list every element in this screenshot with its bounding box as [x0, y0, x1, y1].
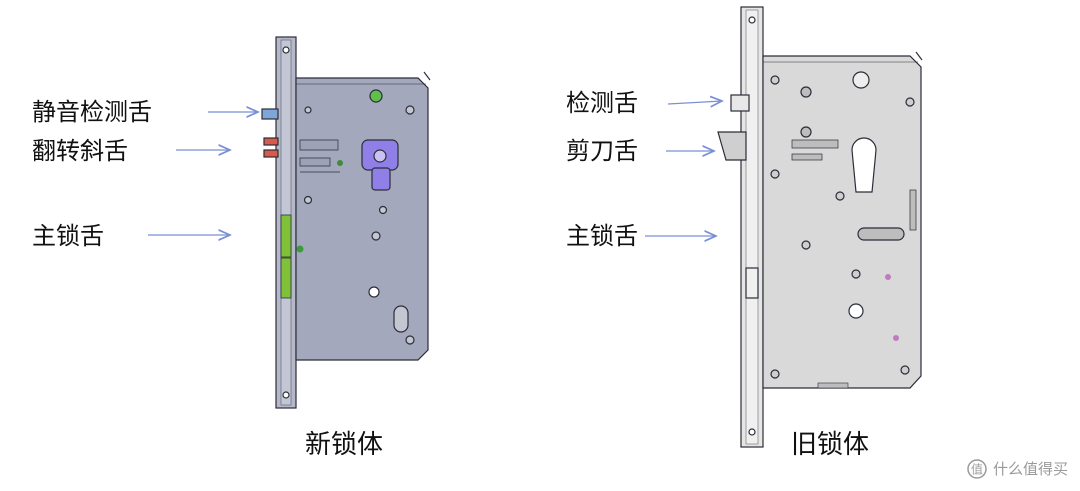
label-detect-bolt: 检测舌 — [566, 89, 638, 117]
caption-new-lock: 新锁体 — [305, 430, 384, 460]
watermark-text: 什么值得买 — [992, 459, 1068, 478]
label-flip-bevel-bolt: 翻转斜舌 — [32, 137, 128, 165]
label-silent-detect-bolt: 静音检测舌 — [32, 98, 152, 126]
label-new-main-bolt: 主锁舌 — [32, 222, 104, 250]
watermark: 值 什么值得买 — [967, 459, 1068, 479]
new-lock-body — [261, 36, 431, 409]
zhi-logo-icon: 值 — [967, 459, 987, 479]
old-lock-body — [717, 6, 923, 448]
caption-old-lock: 旧锁体 — [791, 430, 870, 460]
annotation-arrows — [148, 101, 722, 236]
svg-text:值: 值 — [971, 462, 983, 477]
label-scissor-bolt: 剪刀舌 — [566, 137, 638, 165]
arrow-detect — [667, 101, 722, 104]
label-old-main-bolt: 主锁舌 — [566, 222, 638, 250]
